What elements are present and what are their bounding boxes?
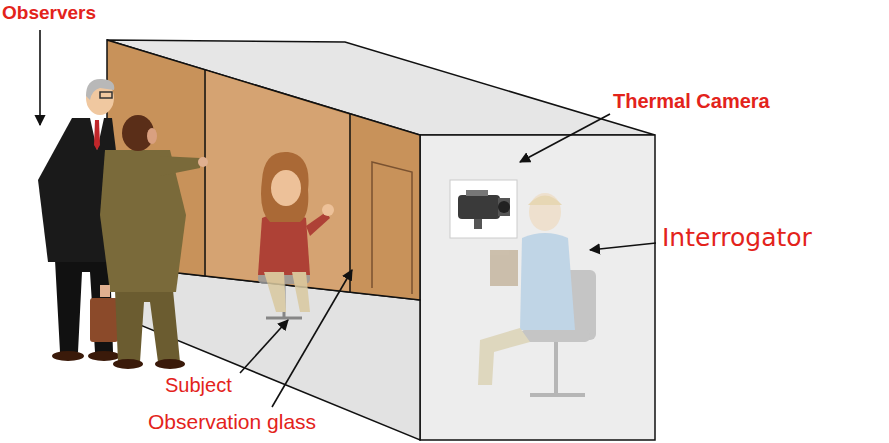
- illustration-part: [530, 393, 585, 397]
- illustration-part: [86, 79, 114, 100]
- observer-figure: [90, 115, 208, 369]
- illustration-part: [528, 196, 562, 206]
- thermal-camera: [450, 180, 517, 238]
- illustration-part: [94, 120, 100, 150]
- illustration-part: [261, 152, 309, 222]
- illustration-part: [204, 70, 206, 276]
- illustration-part: [478, 328, 530, 385]
- illustration-part: [474, 219, 482, 229]
- leader-line: [240, 320, 288, 373]
- leader-line: [520, 114, 610, 162]
- illustration-part: [498, 201, 510, 213]
- illustration-part: [458, 195, 500, 219]
- illustration-part: [88, 351, 120, 361]
- illustration-part: [52, 351, 84, 361]
- illustration-part: [271, 170, 301, 206]
- leader-arrows: [40, 30, 656, 407]
- illustration-part: [113, 359, 143, 369]
- subject-label: Subject: [165, 374, 232, 397]
- subject-figure: [258, 152, 334, 318]
- illustration-part: [554, 342, 558, 395]
- observation-glass: [206, 71, 349, 291]
- room: [107, 40, 655, 440]
- illustration-part: [100, 285, 110, 297]
- interrogator-label: Interrogator: [662, 224, 812, 253]
- illustration-part: [520, 233, 575, 330]
- illustration-part: [198, 157, 208, 167]
- illustration-part: [115, 290, 180, 362]
- illustration-part: [349, 114, 351, 292]
- illustration-part: [90, 118, 104, 150]
- illustration-part: [322, 204, 334, 216]
- camera-label: Thermal Camera: [613, 90, 770, 113]
- leader-line: [272, 270, 352, 407]
- illustration-part: [466, 190, 488, 196]
- illustration-part: [450, 180, 517, 238]
- illustration-part: [160, 156, 200, 176]
- illustration-part: [264, 272, 310, 312]
- illustration-part: [90, 298, 118, 342]
- illustration-part: [258, 213, 310, 275]
- illustration-part: [155, 359, 185, 369]
- glass-label: Observation glass: [148, 410, 316, 434]
- illustration-part: [490, 250, 518, 286]
- leader-line: [39, 30, 41, 125]
- illustration-part: [520, 330, 590, 342]
- observers-label: Observers: [2, 2, 96, 24]
- leader-line: [590, 243, 656, 250]
- door: [372, 162, 412, 294]
- illustration-part: [498, 198, 510, 216]
- illustration-part: [420, 135, 655, 440]
- illustration-part: [100, 92, 112, 98]
- illustration-part: [266, 317, 302, 320]
- illustration-part: [147, 128, 157, 144]
- illustration-part: [529, 193, 561, 231]
